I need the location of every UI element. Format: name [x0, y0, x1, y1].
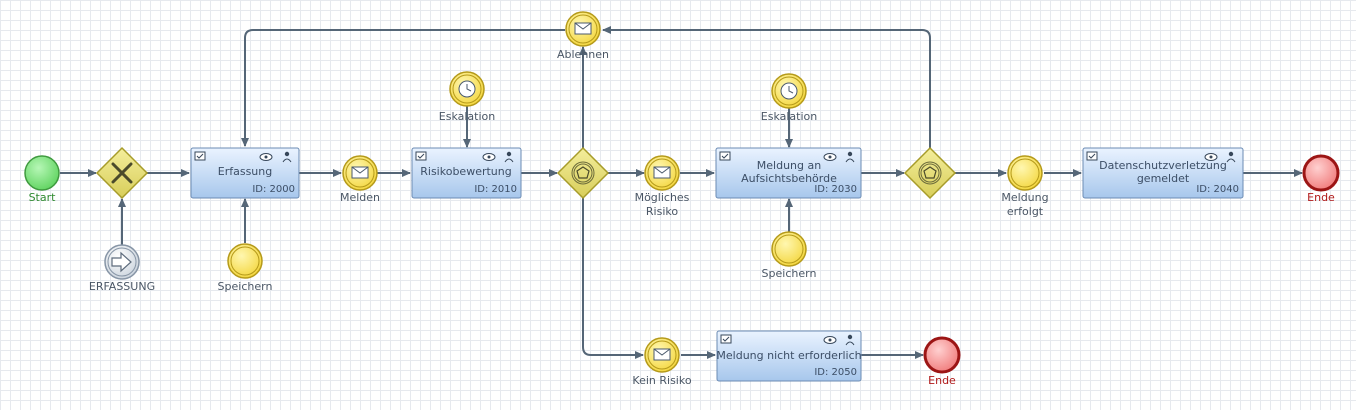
user-task-icon — [194, 151, 206, 161]
start-event-label: Start — [29, 191, 57, 204]
pentagon-icon — [923, 166, 937, 179]
task-datenschutz-line2: gemeldet — [1137, 172, 1190, 185]
task-risikobewertung-title: Risikobewertung — [420, 165, 511, 178]
kein-risiko-label: Kein Risiko — [632, 374, 691, 387]
task-meldung-aufsicht-id: ID: 2030 — [814, 184, 857, 195]
meldung-erfolgt-label-line1: Meldung — [1001, 191, 1048, 204]
event-based-gateway-2[interactable] — [903, 146, 957, 200]
people-icon — [845, 334, 855, 346]
melden-label: Melden — [340, 191, 380, 204]
envelope-icon — [653, 348, 671, 361]
people-icon — [282, 151, 292, 163]
ablehnen-event[interactable]: Ablehnen — [557, 11, 609, 61]
kein-risiko-event[interactable]: Kein Risiko — [632, 337, 692, 387]
task-meldung-aufsichtsbehoerde[interactable]: Meldung an Aufsichtsbehörde ID: 2030 — [715, 147, 862, 199]
ablehnen-label: Ablehnen — [557, 48, 609, 61]
speichern-2-label: Speichern — [762, 267, 817, 280]
task-risikobewertung[interactable]: Risikobewertung ID: 2010 — [411, 147, 522, 199]
envelope-icon — [653, 166, 671, 179]
clock-icon — [780, 82, 798, 100]
flow-ablehnen-to-erfassung — [241, 29, 565, 147]
user-task-icon — [719, 151, 731, 161]
task-meldung-aufsicht-line1: Meldung an — [757, 159, 821, 172]
moegliches-risiko-event[interactable]: Mögliches Risiko — [635, 155, 690, 218]
eskalation-event-1[interactable]: Eskalation — [439, 71, 495, 123]
end-event-lower[interactable]: Ende — [923, 336, 961, 387]
event-based-gateway-1[interactable] — [556, 146, 610, 200]
sequence-flows — [60, 26, 1303, 359]
eskalation-2-label: Eskalation — [761, 110, 817, 123]
clock-icon — [458, 80, 476, 98]
arrow-icon — [111, 251, 132, 273]
flow-gateway2-to-ablehnen — [602, 26, 931, 148]
task-meldung-nicht-erforderlich[interactable]: Meldung nicht erforderlich ID: 2050 — [716, 330, 862, 382]
moegliches-risiko-label-line1: Mögliches — [635, 191, 690, 204]
eye-icon — [823, 153, 837, 161]
task-risikobewertung-id: ID: 2010 — [474, 184, 517, 195]
task-erfassung-id: ID: 2000 — [252, 184, 295, 195]
task-meldung-aufsicht-line2: Aufsichtsbehörde — [741, 172, 837, 185]
people-icon — [845, 151, 855, 163]
speichern-event-1[interactable]: Speichern — [218, 243, 273, 293]
erfassung-link-event[interactable]: ERFASSUNG — [89, 244, 155, 293]
exclusive-gateway[interactable] — [95, 146, 149, 200]
task-datenschutz-id: ID: 2040 — [1196, 184, 1239, 195]
x-icon — [111, 162, 133, 184]
moegliches-risiko-label-line2: Risiko — [646, 205, 678, 218]
eye-icon — [823, 336, 837, 344]
eye-icon — [259, 153, 273, 161]
eskalation-event-2[interactable]: Eskalation — [761, 73, 817, 123]
people-icon — [504, 151, 514, 163]
user-task-icon — [720, 334, 732, 344]
task-meldung-nicht-title: Meldung nicht erforderlich — [716, 349, 861, 362]
task-erfassung-title: Erfassung — [218, 165, 272, 178]
user-task-icon — [1086, 151, 1098, 161]
end-event-main[interactable]: Ende — [1302, 154, 1340, 204]
eye-icon — [482, 153, 496, 161]
pentagon-icon — [576, 166, 590, 179]
meldung-erfolgt-event[interactable]: Meldung erfolgt — [1001, 155, 1049, 218]
start-event[interactable]: Start — [24, 155, 60, 204]
speichern-1-label: Speichern — [218, 280, 273, 293]
user-task-icon — [415, 151, 427, 161]
eskalation-1-label: Eskalation — [439, 110, 495, 123]
envelope-icon — [351, 166, 369, 179]
task-datenschutz-line1: Datenschutzverletzung — [1099, 159, 1227, 172]
erfassung-event-label: ERFASSUNG — [89, 280, 155, 293]
melden-event[interactable]: Melden — [340, 155, 380, 204]
people-icon — [1226, 151, 1236, 163]
flow-gateway-to-kein-risiko — [582, 198, 644, 359]
task-datenschutzverletzung-gemeldet[interactable]: Datenschutzverletzung gemeldet ID: 2040 — [1082, 147, 1244, 199]
meldung-erfolgt-label-line2: erfolgt — [1007, 205, 1044, 218]
eye-icon — [1204, 153, 1218, 161]
envelope-icon — [574, 22, 592, 35]
end-event-lower-label: Ende — [928, 374, 956, 387]
end-event-main-label: Ende — [1307, 191, 1335, 204]
speichern-event-2[interactable]: Speichern — [762, 231, 817, 280]
task-meldung-nicht-id: ID: 2050 — [814, 367, 857, 378]
task-erfassung[interactable]: Erfassung ID: 2000 — [190, 147, 300, 199]
